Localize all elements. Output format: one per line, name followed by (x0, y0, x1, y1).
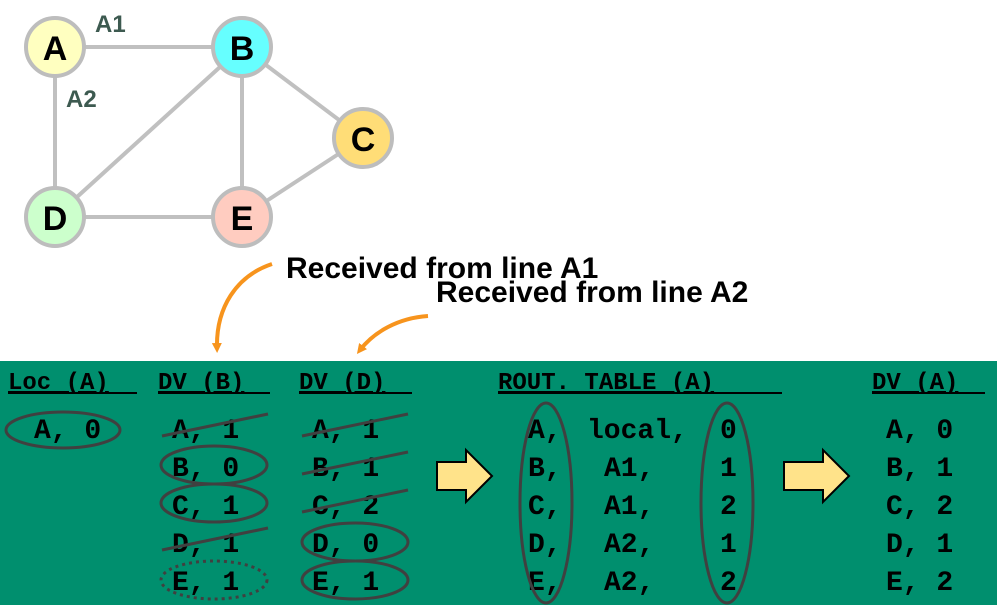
flow-arrow-1 (436, 447, 494, 505)
dv-b-circle-e (159, 559, 269, 601)
loc-entry: A, 0 (34, 416, 101, 447)
node-a-label: A (43, 30, 68, 68)
rout-dest-column-circle (518, 401, 574, 605)
node-d-label: D (43, 200, 68, 238)
dv-a-entry-b: B, 1 (886, 454, 953, 485)
rout-dest-d: D, (528, 530, 562, 561)
loc-entry-circle (4, 410, 122, 450)
dv-a-entry-d: D, 1 (886, 530, 953, 561)
dv-b-strike-d (161, 526, 269, 552)
dv-d-strike-a (301, 412, 409, 438)
rout-cost-d: 1 (720, 530, 737, 561)
graph-edges (53, 45, 365, 219)
graph-node-c: C (332, 107, 394, 169)
callout-arrow-a2 (356, 314, 429, 354)
rout-cost-column-circle (699, 401, 755, 605)
graph-node-b: B (211, 16, 273, 78)
edge-label-a2: A2 (66, 86, 97, 113)
dv-d-strike-b (301, 450, 409, 476)
rout-via-e: A2, (604, 568, 654, 599)
table-panel (0, 361, 997, 605)
rout-dest-c: C, (528, 492, 562, 523)
rout-via-a: local, (587, 416, 688, 447)
dv-a-entry-a: A, 0 (886, 416, 953, 447)
node-a-circle (24, 16, 86, 78)
node-c-label: C (351, 121, 376, 159)
callout-arrow-a1 (211, 262, 273, 353)
rout-via-c: A1, (604, 492, 654, 523)
node-e-label: E (231, 200, 254, 238)
dv-b-entry-e: E, 1 (172, 568, 239, 599)
dv-d-strike-c (301, 488, 409, 514)
node-b-label: B (230, 30, 255, 68)
rout-dest-a: A, (528, 416, 562, 447)
node-d-circle (24, 186, 86, 248)
rout-via-b: A1, (604, 454, 654, 485)
dv-b-strike-a (161, 412, 269, 438)
graph-node-d: D (24, 186, 86, 248)
edge-label-a1: A1 (95, 11, 126, 38)
dv-d-circle-e (300, 559, 410, 601)
node-e-circle (211, 186, 273, 248)
dv-a-entry-e: E, 2 (886, 568, 953, 599)
dv-b-circle-c (159, 482, 269, 524)
rout-dest-b: B, (528, 454, 562, 485)
rout-cost-b: 1 (720, 454, 737, 485)
flow-arrow-2 (783, 447, 851, 505)
rout-cost-c: 2 (720, 492, 737, 523)
rout-via-d: A2, (604, 530, 654, 561)
edge-b-d (53, 45, 244, 219)
node-c-circle (332, 107, 394, 169)
graph-node-e: E (211, 186, 273, 248)
callout-line-a2: Received from line A2 (436, 276, 748, 309)
rout-cost-e: 2 (720, 568, 737, 599)
dv-a-entry-c: C, 2 (886, 492, 953, 523)
graph-node-a: A (24, 16, 86, 78)
rout-cost-a: 0 (720, 416, 737, 447)
callout-line-a1: Received from line A1 (286, 252, 598, 285)
node-b-circle (211, 16, 273, 78)
